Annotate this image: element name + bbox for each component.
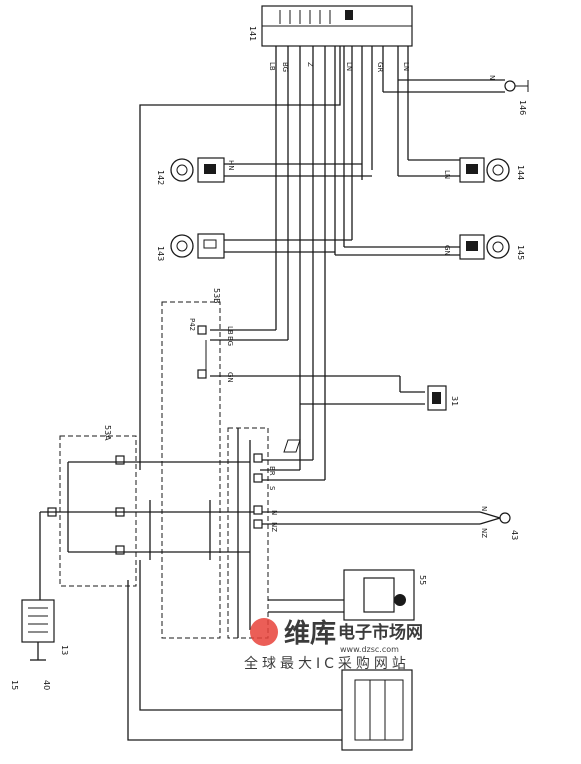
label-53A: 53A <box>103 425 112 441</box>
speaker-icon <box>170 234 194 258</box>
label-13: 13 <box>60 645 69 655</box>
label-144: 144 <box>516 165 525 180</box>
label-43: 43 <box>510 530 519 540</box>
label-p42: P42 <box>188 318 196 331</box>
ground-43: 43 N NZ <box>479 506 519 540</box>
label-31: 31 <box>450 396 459 406</box>
label-55: 55 <box>418 575 427 585</box>
code-n-146: N <box>488 75 496 80</box>
code-gn-53b: GN <box>226 372 234 383</box>
label-143: 143 <box>156 246 165 261</box>
radio-unit-icon <box>394 594 406 606</box>
wire-codes-141: LB BG Z LN GR LN <box>268 62 410 72</box>
unit-53A: 53A <box>39 425 137 600</box>
label-141: 141 <box>248 26 257 41</box>
label-142: 142 <box>156 170 165 185</box>
code-s: S <box>268 486 276 491</box>
ground-146: 146 N <box>383 75 529 115</box>
relay-block-bottom <box>127 560 413 751</box>
code-ln-144: LN <box>443 170 451 179</box>
connector-141: 141 <box>248 5 413 47</box>
speaker-icon <box>486 158 510 182</box>
code-ln-141b: LN <box>402 62 410 71</box>
speaker-143: 143 <box>156 233 352 261</box>
watermark-brand: 维库 <box>284 618 336 649</box>
speaker-icon <box>170 158 194 182</box>
fuse-13: 13 15 40 <box>10 599 69 690</box>
watermark: 维库 电子市场网 www.dzsc.com 全球最大IC采购网站 <box>244 618 423 672</box>
watermark-slogan: 全球最大IC采购网站 <box>244 655 410 672</box>
code-hn-142: HN <box>227 160 235 171</box>
watermark-url: www.dzsc.com <box>340 645 399 654</box>
label-40: 40 <box>42 680 51 690</box>
wires-from-141 <box>139 46 409 480</box>
connector-key-icon <box>345 10 353 20</box>
speaker-145: 145 GN <box>335 234 525 260</box>
unit-53B: 53B P42 LB BG GN <box>161 288 400 639</box>
watermark-logo-icon <box>250 618 278 646</box>
code-nz-bus: NZ <box>270 522 278 532</box>
code-bg-53b: BG <box>226 336 234 346</box>
label-53B: 53B <box>212 288 221 304</box>
label-146: 146 <box>518 100 527 115</box>
ground-icon <box>504 80 516 92</box>
ground-icon <box>499 512 511 524</box>
code-z-141: Z <box>306 62 314 67</box>
label-145: 145 <box>516 245 525 260</box>
speaker-144: 144 LN <box>398 157 525 183</box>
watermark-subtitle: 电子市场网 <box>338 622 423 643</box>
code-ln-141: LN <box>345 62 353 71</box>
speaker-icon <box>486 235 510 259</box>
unit-55: 55 <box>268 569 427 621</box>
label-15: 15 <box>10 680 19 690</box>
code-n-bus: N <box>270 510 278 515</box>
connector-icon <box>432 392 441 404</box>
code-lb-141: LB <box>268 62 276 71</box>
code-br: BR <box>268 466 276 476</box>
code-gn-145: GN <box>443 245 451 256</box>
fuse-icon <box>21 599 55 643</box>
code-bg-141: BG <box>281 62 289 72</box>
bus-lines: BR S N NZ <box>136 427 480 639</box>
code-gr-141: GR <box>376 62 384 72</box>
speaker-142: 142 HN <box>156 157 372 185</box>
code-n-43: N <box>480 506 488 511</box>
code-nz-43: NZ <box>480 528 488 538</box>
code-lb-53b: LB <box>226 326 234 335</box>
connector-31: 31 <box>300 376 459 411</box>
